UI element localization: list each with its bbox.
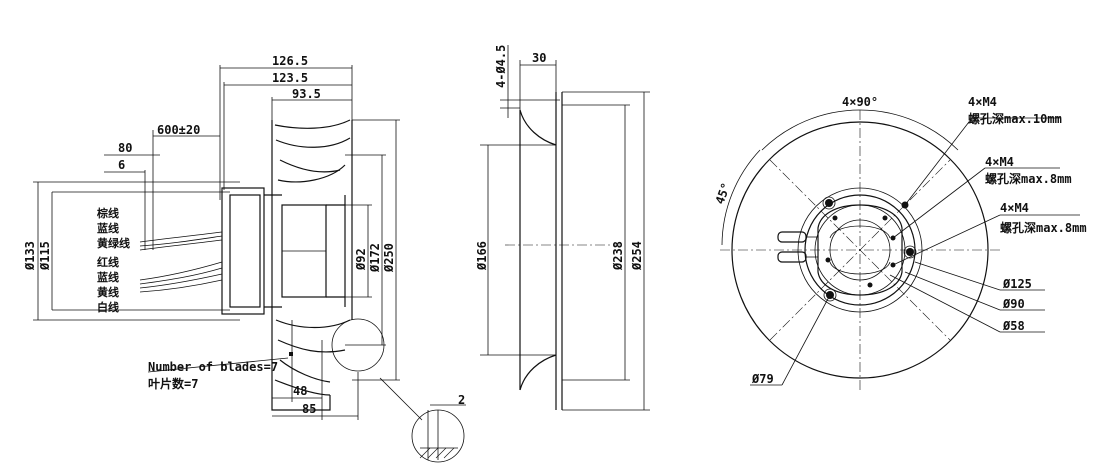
dim-79: Ø79 <box>751 372 774 386</box>
dim-250: Ø250 <box>382 243 396 273</box>
dim-2: 2 <box>458 393 465 407</box>
dim-58: Ø58 <box>1002 319 1025 333</box>
dim-166: Ø166 <box>475 241 489 271</box>
dim-85: 85 <box>302 402 316 416</box>
dim-126-5: 126.5 <box>272 54 308 68</box>
dim-254: Ø254 <box>630 241 644 271</box>
dim-600: 600±20 <box>157 123 200 137</box>
dim-133: Ø133 <box>23 241 37 271</box>
wire-label-yellow-green: 黄绿线 <box>97 236 130 250</box>
dim-90: Ø90 <box>1002 297 1025 311</box>
thread-1-note: 螺孔深max.10mm <box>968 111 1062 126</box>
dim-30: 30 <box>532 51 546 65</box>
dim-6: 6 <box>118 158 125 172</box>
blades-label-en: Number of blades=7 <box>148 360 278 374</box>
angle-4x90: 4×90° <box>842 95 878 109</box>
thread-2: 4×M4 <box>985 155 1014 169</box>
dim-93-5: 93.5 <box>292 87 321 101</box>
thread-2-note: 螺孔深max.8mm <box>985 171 1072 186</box>
thread-3-note: 螺孔深max.8mm <box>1000 220 1087 235</box>
wire-label-yellow: 黄线 <box>97 285 119 299</box>
wire-label-blue: 蓝线 <box>97 221 119 235</box>
wire-label-white: 白线 <box>97 300 119 314</box>
thread-1: 4×M4 <box>968 95 997 109</box>
thread-3: 4×M4 <box>1000 201 1029 215</box>
front-view <box>720 109 1080 390</box>
angle-45: 45° <box>713 181 734 206</box>
dim-92: Ø92 <box>354 248 368 271</box>
dim-238: Ø238 <box>611 241 625 271</box>
dim-125: Ø125 <box>1002 277 1032 291</box>
wire-label-blue-2: 蓝线 <box>97 270 119 284</box>
wire-label-brown: 棕线 <box>96 206 119 220</box>
wire-label-red: 红线 <box>97 255 119 269</box>
dim-48: 48 <box>293 384 307 398</box>
dim-80: 80 <box>118 141 132 155</box>
dim-123-5: 123.5 <box>272 71 308 85</box>
inlet-view <box>480 45 650 411</box>
dim-115: Ø115 <box>38 241 52 271</box>
blades-label-cn: 叶片数=7 <box>148 376 198 391</box>
dim-4-hole: 4-Ø4.5 <box>494 45 508 88</box>
side-view <box>33 65 466 463</box>
dim-172: Ø172 <box>368 243 382 273</box>
